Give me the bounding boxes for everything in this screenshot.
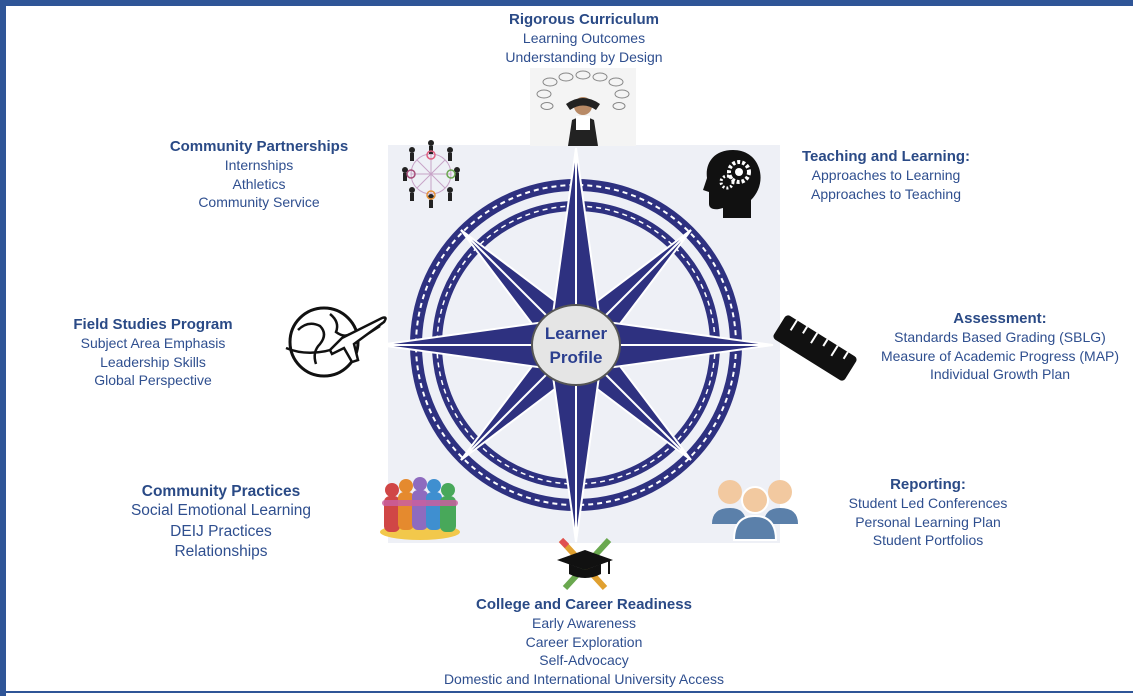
head-gear-icon <box>703 150 761 218</box>
rigorous-item: Learning Outcomes <box>522 30 646 46</box>
college-career-item: Domestic and International University Ac… <box>443 670 725 687</box>
community-practices-title: Community Practices <box>141 483 301 500</box>
community-practices-item: Social Emotional Learning <box>130 502 312 519</box>
reporting-block: Reporting: Student Led Conferences Perso… <box>828 475 1028 550</box>
teaching-learning-block: Teaching and Learning: Approaches to Lea… <box>784 147 988 203</box>
community-partnerships-title: Community Partnerships <box>169 138 349 155</box>
reporting-title: Reporting: <box>890 476 966 493</box>
assessment-block: Assessment: Standards Based Grading (SBL… <box>870 309 1130 384</box>
assessment-item: Measure of Academic Progress (MAP) <box>880 347 1120 364</box>
community-partnerships-item: Athletics <box>232 175 286 192</box>
rigorous-curriculum-block: Rigorous Curriculum Learning Outcomes Un… <box>484 10 684 66</box>
users-group-icon <box>712 480 798 541</box>
center-line-2: Profile <box>549 348 603 367</box>
people-circle-icon <box>402 140 460 208</box>
college-career-title: College and Career Readiness <box>476 596 692 613</box>
reporting-item: Student Led Conferences <box>848 495 1008 511</box>
teaching-learning-item: Approaches to Teaching <box>811 185 961 202</box>
graduation-cap-icon <box>557 537 613 591</box>
community-practices-block: Community Practices Social Emotional Lea… <box>116 482 326 563</box>
compass-rose <box>388 145 780 543</box>
college-career-item: Early Awareness <box>531 615 636 631</box>
rigorous-curriculum-title: Rigorous Curriculum <box>508 11 659 28</box>
field-studies-item: Subject Area Emphasis <box>80 335 226 351</box>
community-partnerships-block: Community Partnerships Internships Athle… <box>148 137 370 212</box>
community-partnerships-item: Community Service <box>198 194 320 210</box>
field-studies-item: Leadership Skills <box>100 353 206 370</box>
community-practices-item: Relationships <box>174 543 268 560</box>
reporting-item: Personal Learning Plan <box>855 513 1001 530</box>
learner-profile-center <box>531 304 621 386</box>
assessment-item: Individual Growth Plan <box>929 366 1071 382</box>
frame-top-border <box>0 0 1133 6</box>
center-line-1: Learner <box>544 324 608 343</box>
community-partnerships-item: Internships <box>224 157 294 173</box>
frame-left-border <box>0 0 6 696</box>
ruler-icon <box>773 315 857 381</box>
college-career-item: Self-Advocacy <box>539 652 629 668</box>
college-career-item: Career Exploration <box>525 633 643 650</box>
assessment-item: Standards Based Grading (SBLG) <box>894 329 1106 345</box>
teaching-learning-item: Approaches to Learning <box>811 167 961 183</box>
field-studies-item: Global Perspective <box>94 372 212 388</box>
globe-plane-icon <box>285 306 387 378</box>
group-hug-icon <box>380 477 460 540</box>
field-studies-title: Field Studies Program <box>73 316 233 333</box>
assessment-title: Assessment: <box>953 310 1047 327</box>
field-studies-block: Field Studies Program Subject Area Empha… <box>50 315 256 390</box>
learner-profile-label: Learner Profile <box>531 322 621 370</box>
teaching-learning-title: Teaching and Learning: <box>801 148 971 165</box>
community-practices-item: DEIJ Practices <box>170 522 272 540</box>
rigorous-item: Understanding by Design <box>505 48 663 65</box>
thinking-person-icon <box>530 68 636 146</box>
frame-bottom-border <box>0 691 1133 693</box>
reporting-item: Student Portfolios <box>872 532 984 548</box>
college-career-block: College and Career Readiness Early Aware… <box>428 595 740 688</box>
